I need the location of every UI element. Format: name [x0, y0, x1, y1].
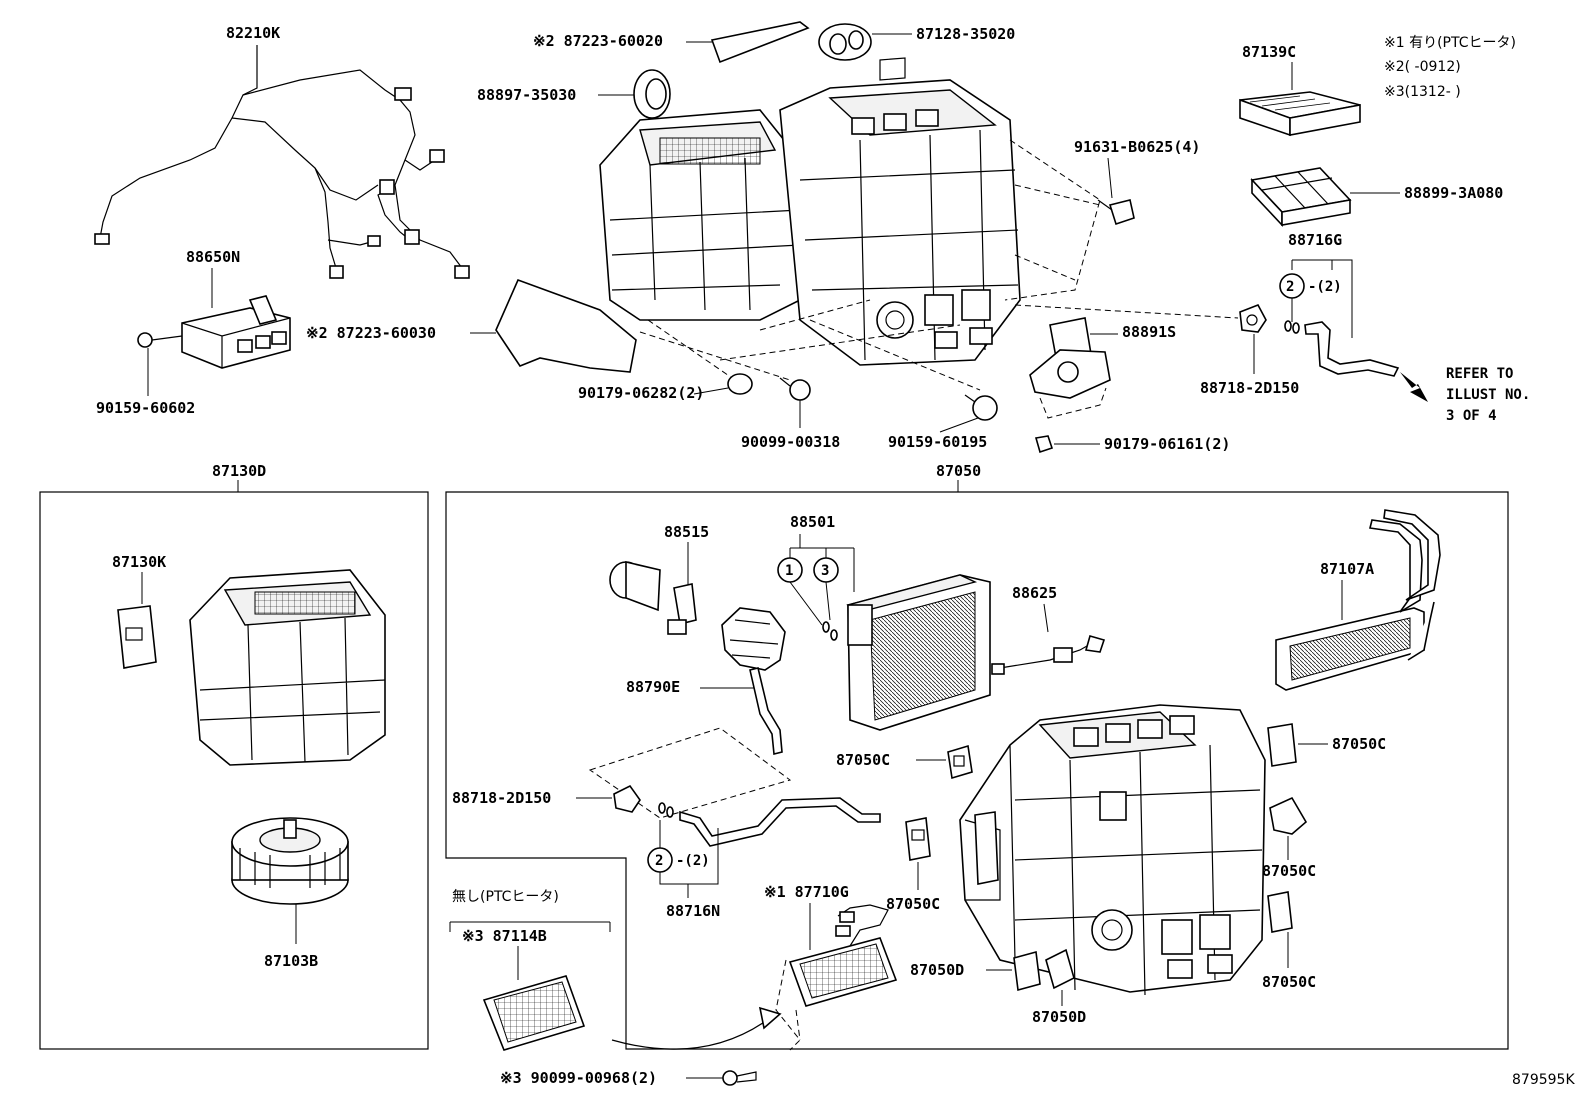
svg-text:3: 3 — [821, 563, 829, 579]
seal-ring-88897-35030 — [633, 69, 671, 119]
label-88891S: 88891S — [1122, 323, 1176, 341]
label-88718-2D150-top: 88718-2D150 — [1200, 379, 1299, 397]
label-88716G-qty: -(2) — [1308, 279, 1342, 295]
label-87128-35020: 87128-35020 — [916, 25, 1015, 43]
actuator-88891S — [1029, 317, 1111, 399]
refer-line3: 3 OF 4 — [1446, 408, 1497, 424]
screw-90099-00968 — [722, 1070, 757, 1086]
screw-90159-60195 — [964, 394, 998, 421]
valve-88790E — [721, 607, 786, 756]
label-87050C-c: 87050C — [886, 895, 940, 913]
evaporator-88501 — [846, 574, 991, 731]
label-87130K: 87130K — [112, 553, 166, 571]
label-87114B: ※3 87114B — [462, 927, 547, 945]
label-87107A: 87107A — [1320, 560, 1374, 578]
label-87223-60030: ※2 87223-60030 — [306, 324, 436, 342]
label-90099-00968: ※3 90099-00968(2) — [500, 1069, 657, 1087]
pad-87050C-b — [1267, 723, 1297, 767]
valve-88718-2D150-low — [613, 784, 641, 813]
label-87050C-a: 87050C — [836, 751, 890, 769]
label-82210K: 82210K — [226, 24, 280, 42]
pad-87050C-e — [1267, 891, 1293, 933]
label-88515: 88515 — [664, 523, 709, 541]
label-87050D-b: 87050D — [1032, 1008, 1086, 1026]
wire-harness-82210K — [94, 45, 470, 279]
svg-text:2: 2 — [655, 853, 663, 869]
label-88716N: 88716N — [666, 902, 720, 920]
ecu-88650N — [137, 295, 291, 369]
bolt-91631-B0625 — [1097, 199, 1135, 226]
note-2: ※2( -0912) — [1384, 59, 1461, 75]
seal-87223-60020 — [710, 21, 810, 64]
pad-87050D-a — [1013, 950, 1041, 992]
label-91631-B0625: 91631-B0625(4) — [1074, 138, 1200, 156]
blower-assembly-87130D — [189, 569, 386, 766]
label-88625: 88625 — [1012, 584, 1057, 602]
nut-90179-06161 — [1034, 435, 1054, 454]
label-87710G: ※1 87710G — [764, 883, 849, 901]
pad-87050C-a — [947, 744, 973, 780]
label-90179-06161: 90179-06161(2) — [1104, 435, 1230, 453]
arrow-refer — [1400, 372, 1428, 402]
group-box-87050 — [445, 491, 1509, 1050]
label-87139C: 87139C — [1242, 43, 1296, 61]
refer-line2: ILLUST NO. — [1446, 387, 1530, 403]
filter-87139C — [1239, 91, 1361, 137]
pad-87050C-c — [905, 817, 931, 861]
label-88650N: 88650N — [186, 248, 240, 266]
group-box-87130D — [39, 491, 429, 1050]
label-87050C-e: 87050C — [1262, 973, 1316, 991]
svg-text:2: 2 — [1286, 279, 1294, 295]
valve-88718-2D150-top — [1239, 303, 1267, 333]
ptc-heater-87710G — [788, 904, 898, 1007]
filter-88899-3A080 — [1250, 167, 1352, 228]
screw-90099-00318 — [779, 377, 811, 401]
label-90099-00318: 90099-00318 — [741, 433, 840, 451]
label-90179-06282: 90179-06282(2) — [578, 384, 704, 402]
drawing-id: 879595K — [1512, 1072, 1575, 1088]
heater-unit-87050 — [959, 704, 1266, 996]
label-88718-2D150-low: 88718-2D150 — [452, 789, 551, 807]
label-88716G: 88716G — [1288, 231, 1342, 249]
label-88501: 88501 — [790, 513, 835, 531]
label-87050C-d: 87050C — [1262, 862, 1316, 880]
label-88716N-qty: -(2) — [676, 853, 710, 869]
circle-2-low — [647, 847, 673, 873]
label-87050D-a: 87050D — [910, 961, 964, 979]
note-1: ※1 有り(PTCヒータ) — [1384, 35, 1516, 51]
clip-90179-06282 — [727, 373, 753, 395]
seal-87223-60030 — [495, 278, 637, 373]
label-87130D: 87130D — [212, 462, 266, 480]
heater-core-87107A — [1275, 509, 1441, 691]
grommet-87128-35020 — [818, 23, 872, 61]
label-90159-60602: 90159-60602 — [96, 399, 195, 417]
label-88790E: 88790E — [626, 678, 680, 696]
label-87223-60020: ※2 87223-60020 — [533, 32, 663, 50]
pipe-88716N — [658, 797, 881, 847]
cover-87130K — [117, 605, 157, 669]
sensor-88625 — [991, 635, 1106, 675]
blower-motor-87103B — [231, 817, 349, 905]
label-87103B: 87103B — [264, 952, 318, 970]
label-87050: 87050 — [936, 462, 981, 480]
pad-87050C-d — [1269, 796, 1308, 835]
sensor-88515 — [609, 560, 697, 635]
refer-line1: REFER TO — [1446, 366, 1513, 382]
blower-unit-housing — [599, 109, 801, 321]
pad-87050D-b — [1045, 948, 1075, 990]
label-88899-3A080: 88899-3A080 — [1404, 184, 1503, 202]
svg-text:1: 1 — [785, 563, 793, 579]
note-3: ※3(1312- ) — [1384, 84, 1461, 100]
label-88897-35030: 88897-35030 — [477, 86, 576, 104]
heater-87114B — [482, 975, 586, 1051]
label-90159-60195: 90159-60195 — [888, 433, 987, 451]
label-ptc-absent: 無し(PTCヒータ) — [452, 889, 559, 905]
heater-unit-housing — [779, 57, 1021, 366]
label-87050C-b: 87050C — [1332, 735, 1386, 753]
pipe-88716G — [1284, 320, 1400, 377]
